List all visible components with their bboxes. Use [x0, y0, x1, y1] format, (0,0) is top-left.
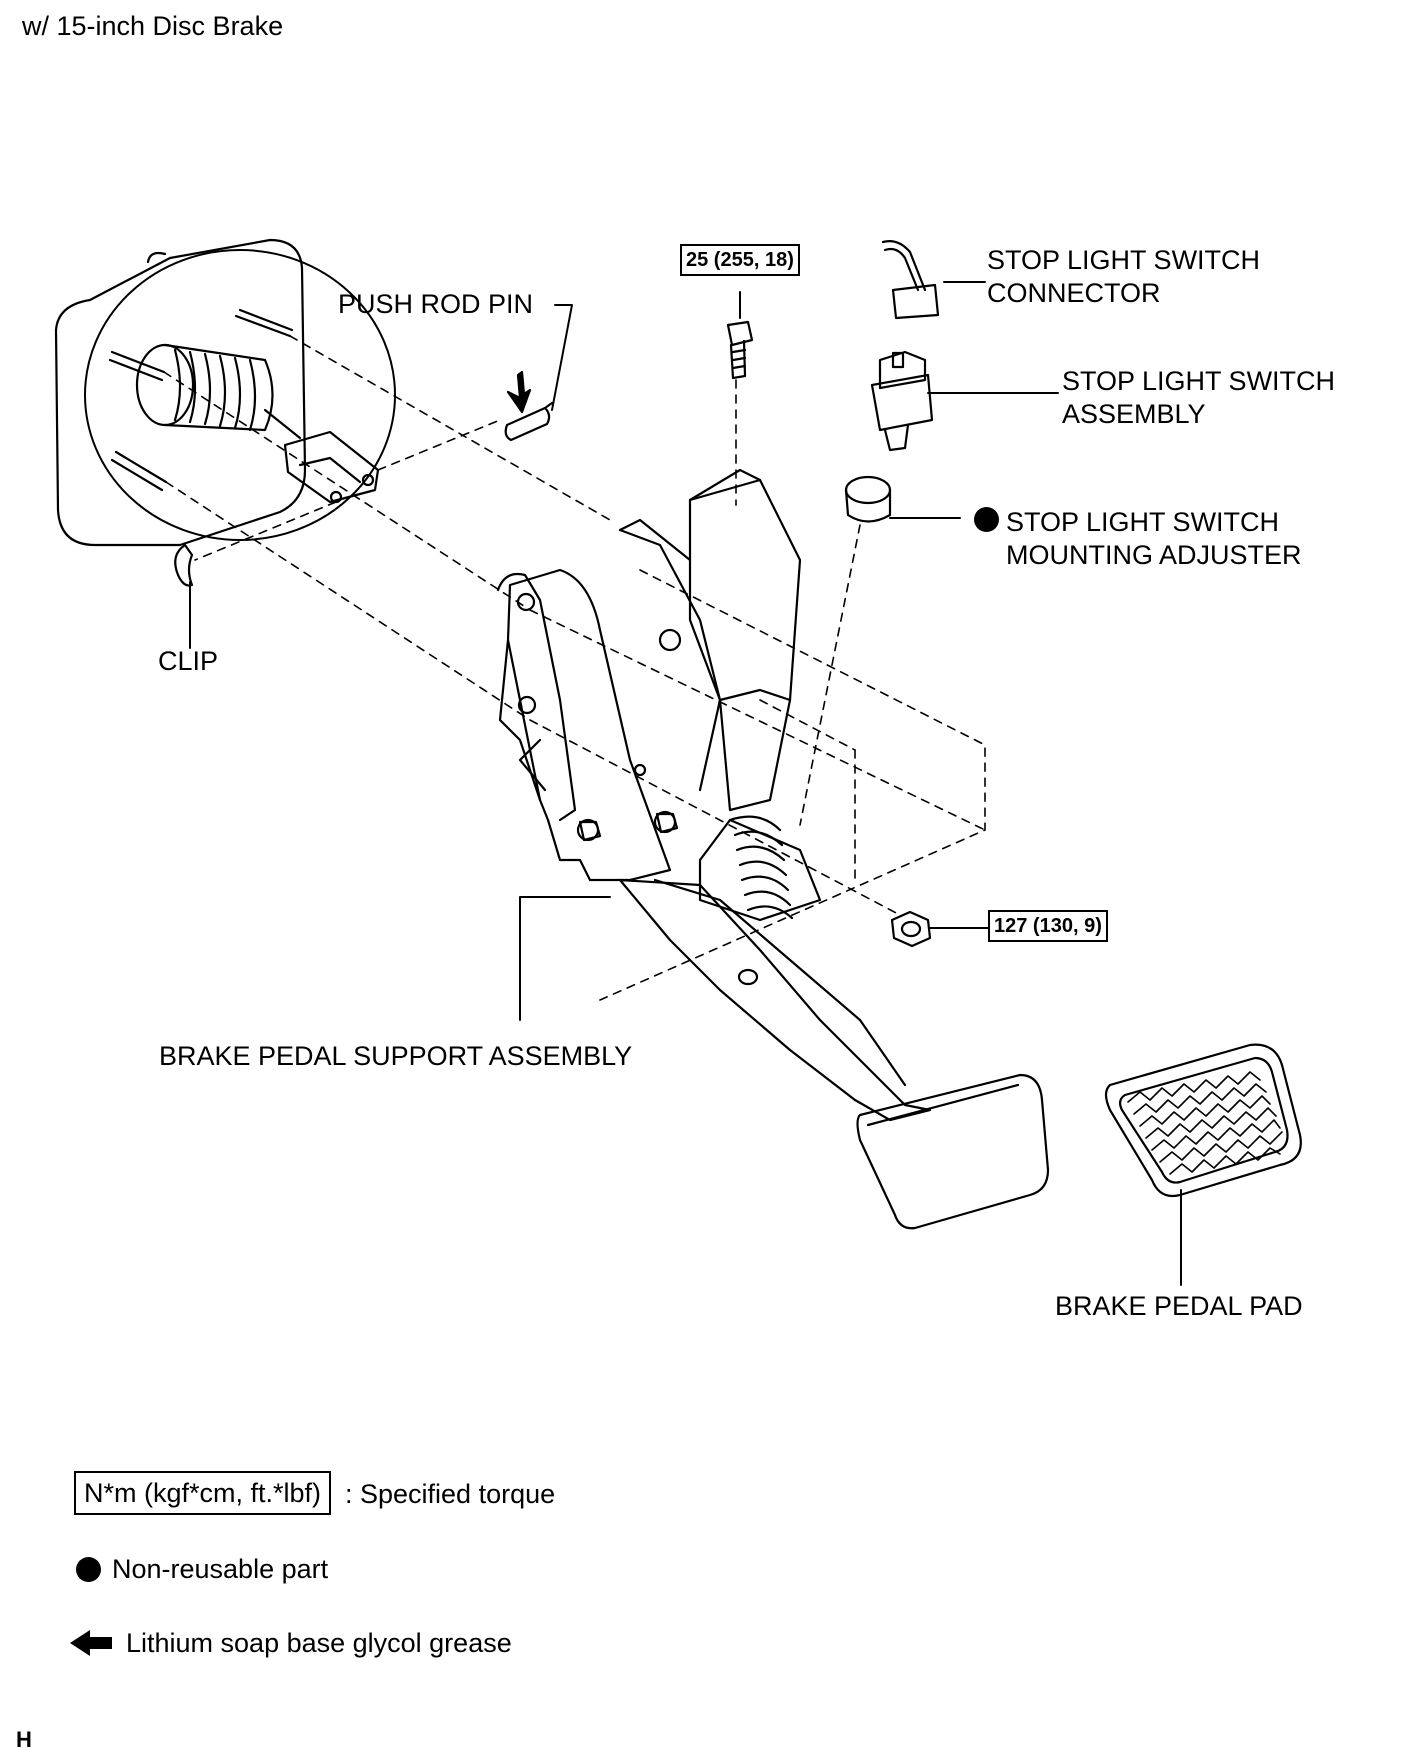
stop-light-switch-connector-part	[881, 240, 940, 320]
pedal-face	[856, 1073, 1050, 1230]
non-reusable-mark-icon	[974, 507, 999, 532]
legend-grease-text: Lithium soap base glycol grease	[126, 1628, 512, 1658]
page-title: w/ 15-inch Disc Brake	[22, 11, 284, 41]
label-stop-light-switch-mounting-adjuster: STOP LIGHT SWITCH MOUNTING ADJUSTER	[1006, 507, 1302, 570]
brake-pedal-pad-part	[1104, 1043, 1302, 1198]
torque-nut-box: 127 (130, 9)	[988, 910, 1108, 942]
label-stop-light-switch-connector: STOP LIGHT SWITCH CONNECTOR	[987, 245, 1261, 308]
label-brake-pedal-support-assembly: BRAKE PEDAL SUPPORT ASSEMBLY	[159, 1041, 633, 1071]
pedal-arm	[618, 878, 932, 1122]
label-stop-light-switch-assembly: STOP LIGHT SWITCH ASSEMBLY	[1062, 366, 1336, 429]
leader-lines	[189, 281, 1182, 1286]
brake-booster-illustration	[54, 238, 396, 547]
legend-non-reusable-text: Non-reusable part	[112, 1554, 329, 1584]
label-brake-pedal-pad: BRAKE PEDAL PAD	[1055, 1291, 1303, 1321]
push-rod-pin	[504, 401, 554, 442]
grease-arrow-icon	[506, 370, 532, 414]
clip-part	[174, 543, 194, 587]
label-push-rod-pin: PUSH ROD PIN	[338, 289, 534, 319]
legend-torque-description: : Specified torque	[345, 1479, 556, 1509]
torque-bolt-box: 25 (255, 18)	[680, 244, 800, 276]
bolt	[726, 320, 754, 380]
legend-non-reusable-icon	[76, 1557, 101, 1582]
pedal-support-bracket	[496, 468, 802, 882]
corner-mark: H	[16, 1727, 32, 1752]
mounting-adjuster-part	[844, 475, 892, 523]
legend-torque-unit-box: N*m (kgf*cm, ft.*lbf)	[74, 1471, 332, 1515]
legend-grease-arrow-icon	[70, 1630, 112, 1656]
nut	[890, 910, 932, 948]
stop-light-switch-part	[870, 350, 934, 452]
pedal-face-edge	[866, 1083, 1020, 1127]
assembly-guide-lines	[163, 335, 986, 1001]
return-spring	[698, 815, 822, 922]
label-clip: CLIP	[158, 646, 219, 676]
